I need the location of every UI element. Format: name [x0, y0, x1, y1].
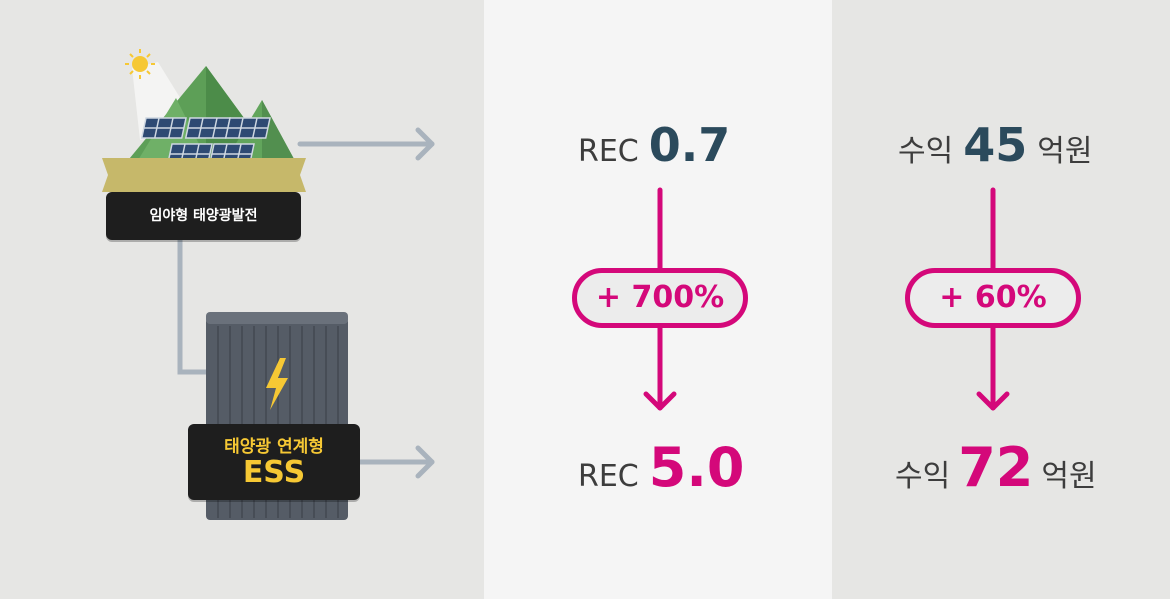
- revenue-unit: 억원: [1037, 134, 1093, 169]
- ground: [102, 158, 306, 192]
- rec-after-value: 5.0: [648, 436, 745, 499]
- revenue-before-value: 45: [963, 118, 1028, 172]
- solar-label: 임야형 태양광발전: [106, 192, 301, 240]
- rec-after: REC 5.0: [578, 436, 754, 499]
- lightning-icon: [266, 358, 288, 410]
- arrow-right-icon: [297, 127, 435, 161]
- rec-label: REC: [578, 134, 639, 169]
- revenue-unit: 억원: [1041, 459, 1097, 494]
- revenue-after: 수익 72 억원: [895, 436, 1097, 499]
- revenue-label: 수익: [895, 459, 951, 494]
- rec-before-value: 0.7: [648, 118, 731, 172]
- rec-change-badge: + 700%: [572, 268, 748, 328]
- ess-label-line2: ESS: [242, 455, 306, 490]
- ess-label: 태양광 연계형 ESS: [188, 424, 360, 500]
- arrow-down-icon: [643, 187, 677, 411]
- revenue-change-badge: + 60%: [905, 268, 1081, 328]
- arrow-right-icon: [357, 445, 435, 479]
- connector-line: [177, 240, 206, 375]
- rec-label: REC: [578, 459, 639, 494]
- revenue-label: 수익: [898, 134, 954, 169]
- revenue-before: 수익 45 억원: [898, 118, 1092, 172]
- rec-before: REC 0.7: [578, 118, 740, 172]
- arrow-down-icon: [976, 187, 1010, 411]
- ess-label-line1: 태양광 연계형: [224, 437, 324, 457]
- revenue-after-value: 72: [958, 436, 1034, 499]
